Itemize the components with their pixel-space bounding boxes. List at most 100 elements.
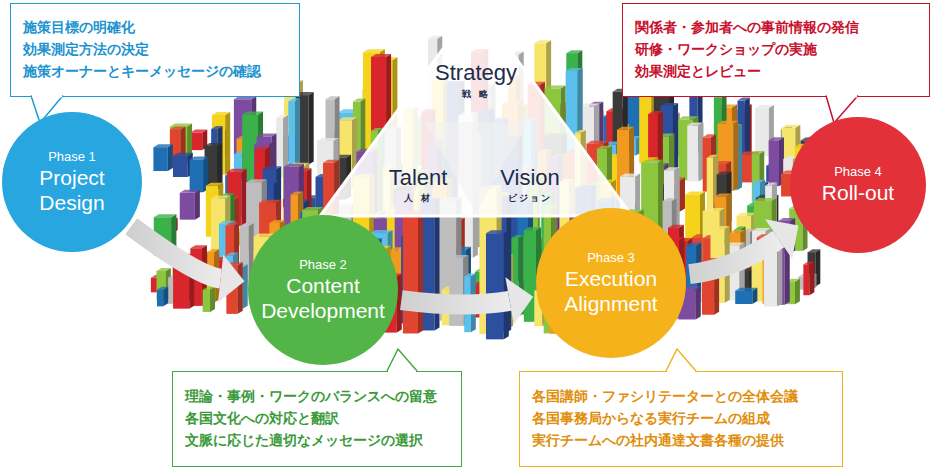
phase-number: Phase 2 [299, 257, 347, 272]
building-roof [597, 146, 612, 149]
callout-item: 研修・ワークショップの実施 [635, 39, 917, 61]
building-roof [734, 226, 745, 229]
building-roof [648, 111, 663, 114]
arrow-head [218, 255, 245, 303]
building-roof [641, 160, 663, 163]
pillar-name: Vision [500, 165, 560, 191]
callout-item: 効果測定方法の決定 [23, 39, 287, 61]
building-roof [212, 112, 230, 115]
callout-item: 実行チームへの社内通達文書各種の提供 [532, 430, 830, 452]
building-roof [735, 288, 757, 291]
building-roof [157, 268, 171, 271]
building-roof [288, 98, 300, 101]
building-roof [190, 245, 207, 248]
building-roof [211, 126, 222, 129]
arrow-head [765, 219, 798, 259]
building-roof [686, 242, 701, 245]
building-roof [269, 220, 285, 223]
callout-item: 施策目標の明確化 [23, 17, 287, 39]
building-roof [190, 130, 207, 133]
building-roof [257, 133, 277, 136]
building-roof [227, 169, 246, 172]
arrow-shaft [689, 239, 778, 274]
building-roof [157, 287, 168, 290]
building-side [163, 287, 168, 307]
building-roof [703, 208, 725, 211]
building-roof [449, 255, 468, 258]
building-roof [226, 253, 239, 256]
building-roof [225, 222, 239, 225]
callout-box: 理論・事例・ワークのバランスへの留意各国文化への対応と翻訳文脈に応じた適切なメッ… [172, 371, 462, 467]
building-roof [326, 96, 340, 99]
callout-item: 文脈に応じた適切なメッセージの選択 [185, 430, 449, 452]
building-side [777, 249, 782, 306]
building-roof [660, 103, 678, 106]
building-roof [668, 225, 684, 228]
building-roof [737, 213, 757, 216]
building-roof [707, 155, 719, 158]
building-roof [566, 68, 583, 71]
callout-item: 効果測定とレビュー [635, 61, 917, 83]
building-side [733, 121, 738, 191]
building-front [769, 140, 779, 186]
building-roof [803, 261, 814, 264]
callout-item: 理論・事例・ワークのバランスへの留意 [185, 386, 449, 408]
building-side [309, 92, 314, 164]
tail-gap [827, 95, 857, 97]
building-side [195, 190, 200, 220]
building-roof [170, 123, 192, 126]
tail-gap [388, 370, 416, 372]
building-roof [255, 147, 270, 150]
building-roof [170, 126, 186, 129]
building-roof [363, 49, 385, 52]
phase-number: Phase 3 [587, 250, 635, 265]
callout-box: 各国講師・ファシリテーターとの全体会議各国事務局からなる実行チームの組成実行チー… [519, 371, 843, 467]
building-roof [291, 192, 304, 195]
arrow-head [505, 277, 533, 324]
callout-tail [172, 371, 182, 381]
building-roof [284, 164, 304, 167]
callout-tail [622, 3, 632, 13]
building-front [524, 230, 536, 322]
building-side [795, 279, 800, 305]
building-roof [242, 112, 263, 115]
callout-tail [519, 371, 529, 381]
building-side [225, 112, 230, 175]
building-roof [620, 174, 640, 177]
building-roof [586, 141, 608, 144]
strategy-triangle: Strategy戦 略Talent人 材Visionビジョン [318, 2, 634, 218]
building-roof [753, 180, 765, 183]
phase-number: Phase 4 [834, 164, 882, 179]
building-roof [710, 226, 729, 229]
building-front [449, 258, 463, 326]
flow-arrow [689, 219, 798, 274]
building-front [173, 156, 188, 177]
building-roof [769, 137, 784, 140]
building-front [153, 147, 167, 171]
pillar-subtitle: 戦 略 [462, 88, 489, 101]
building-roof [464, 273, 476, 276]
building-roof [752, 228, 771, 231]
callout-box: 関係者・参加者への事前情報の発信研修・ワークショップの実施効果測定とレビュー [622, 3, 930, 97]
flow-arrow [401, 277, 533, 324]
building-roof [765, 182, 777, 185]
building-roof [703, 134, 716, 137]
building [803, 261, 814, 295]
building-front [190, 133, 202, 151]
building-side [210, 287, 215, 312]
building-front [803, 264, 809, 295]
callout-box: 施策目標の明確化効果測定方法の決定施策オーナーとキーメッセージの確認 [10, 3, 300, 97]
phase-name: Project Design [14, 166, 130, 216]
building [403, 210, 423, 333]
building-roof [678, 116, 698, 119]
building [735, 288, 757, 304]
building-roof [663, 198, 677, 201]
phase-number: Phase 1 [48, 149, 96, 164]
tail-gap [667, 370, 695, 372]
building-roof [240, 223, 254, 226]
building-side [242, 169, 247, 226]
building-front [486, 233, 504, 339]
phase-circle: Phase 4Roll-out [790, 117, 926, 253]
building-side [238, 262, 243, 314]
